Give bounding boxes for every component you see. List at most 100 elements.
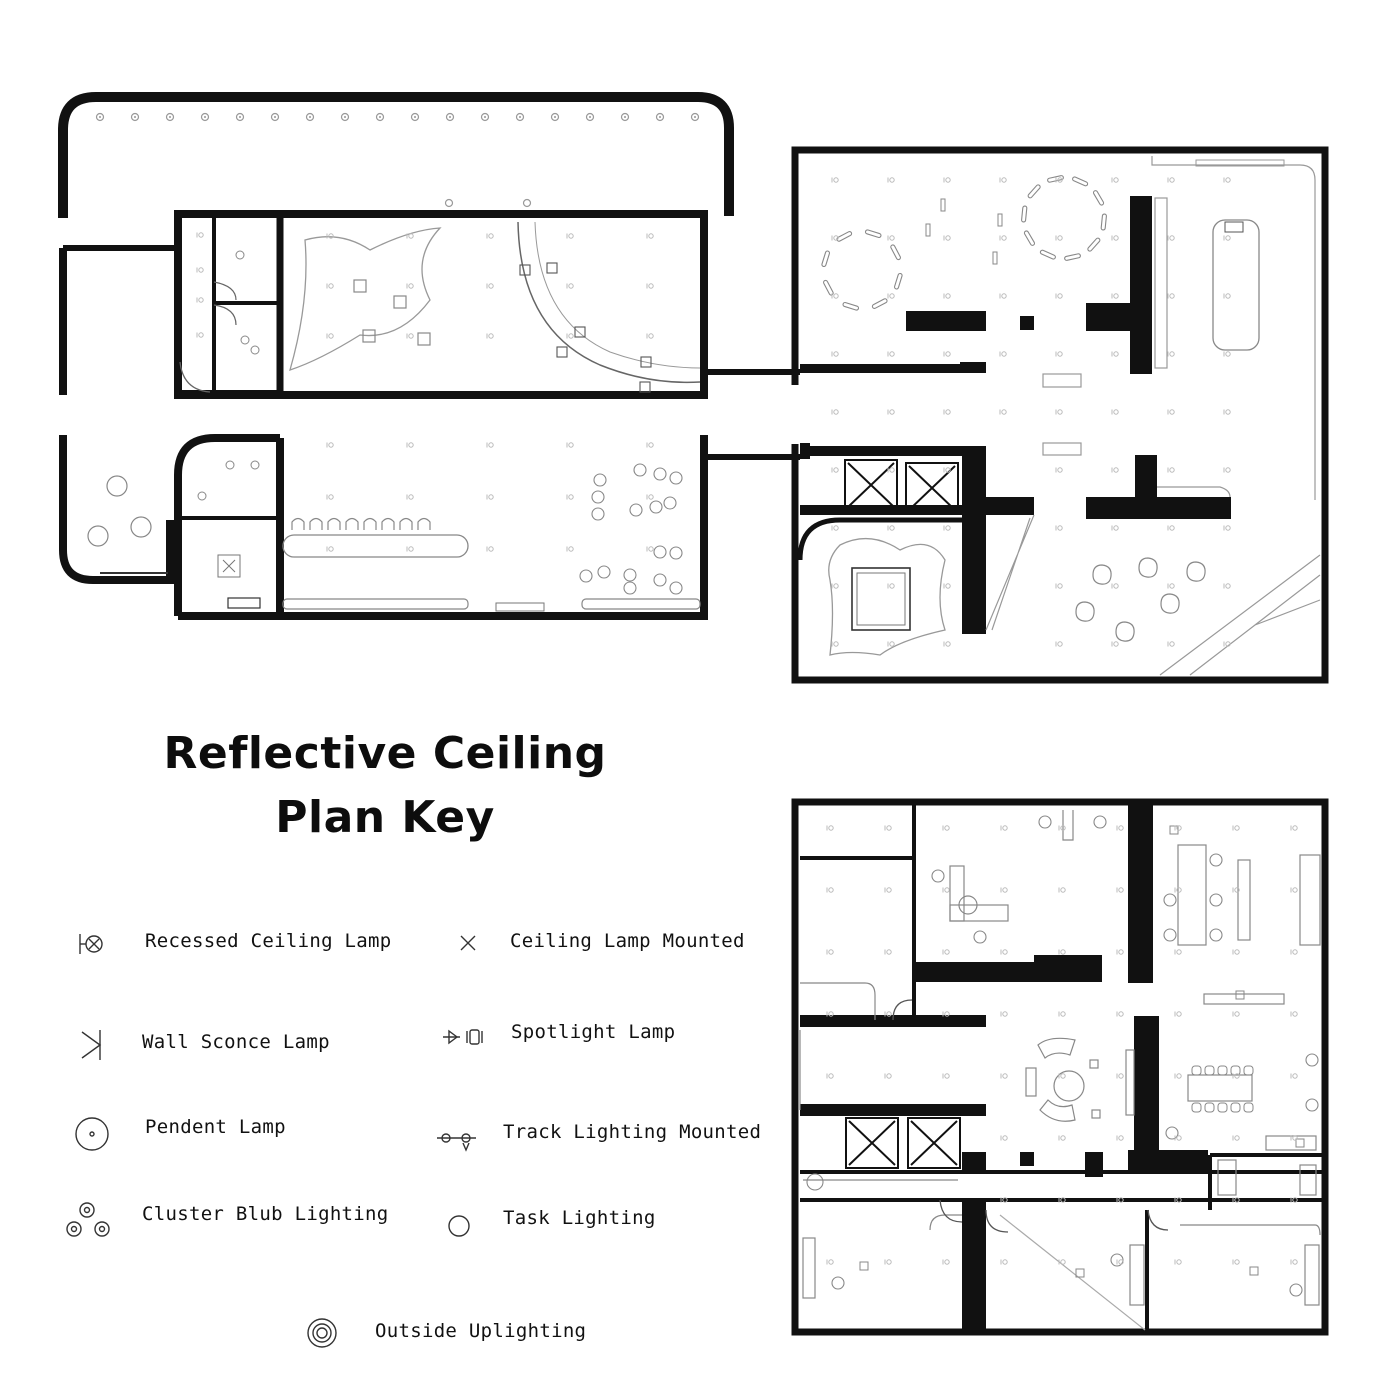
plan-b-elevators <box>844 459 959 514</box>
recessed-lamp-mark <box>1002 1073 1008 1079</box>
office-chair <box>973 930 987 944</box>
recessed-lamp-mark <box>945 235 951 241</box>
recessed-lamp-mark <box>1169 467 1175 473</box>
cafe-chair <box>591 490 605 504</box>
spotlight-lamp-icon <box>443 1029 483 1045</box>
recessed-lamp-mark <box>1169 235 1175 241</box>
plan-a-pendent-row <box>95 112 700 208</box>
recessed-lamp-mark <box>568 333 574 339</box>
recessed-lamp-icon <box>79 934 103 954</box>
plan-a-track-curve <box>517 221 701 384</box>
recessed-lamp-mark <box>944 825 950 831</box>
recessed-lamp-mark <box>833 467 839 473</box>
recessed-lamp-mark <box>886 825 892 831</box>
cafe-chair <box>663 496 677 510</box>
pendent-lamp-mark <box>589 116 591 118</box>
spotlight-mark <box>574 326 586 338</box>
meeting-chair <box>1243 1102 1254 1113</box>
pendent-lamp-mark <box>515 112 525 122</box>
bench-seat <box>327 517 341 530</box>
recessed-lamp-mark <box>1292 1011 1298 1017</box>
plan-b-ramp <box>1159 554 1321 676</box>
cluster-bulb-mark <box>240 335 250 345</box>
recessed-lamp-mark <box>828 1073 834 1079</box>
recessed-lamp-mark <box>945 583 951 589</box>
recessed-lamp-mark <box>828 1011 834 1017</box>
pendent-lamp-mark <box>375 112 385 122</box>
office-chair <box>1093 815 1107 829</box>
recessed-lamp-mark <box>1225 525 1231 531</box>
pendent-lamp-mark <box>130 112 140 122</box>
ceiling-mounted-lamp-icon <box>460 935 476 951</box>
side-table <box>1249 1266 1259 1276</box>
recessed-lamp-mark <box>648 546 654 552</box>
recessed-lamp-mark <box>198 232 204 238</box>
spotlight-mark <box>556 346 568 358</box>
recessed-lamp-mark <box>1176 825 1182 831</box>
recessed-lamp-mark <box>1234 1197 1240 1203</box>
pendent-lamp-mark <box>309 116 311 118</box>
pendent-lamp-mark <box>484 116 486 118</box>
recessed-lamp-mark <box>1113 641 1119 647</box>
cafe-chair <box>593 473 607 487</box>
plan-c-chairs <box>806 815 1319 1297</box>
recessed-lamp-mark <box>1225 177 1231 183</box>
recessed-lamp-mark <box>198 332 204 338</box>
recessed-lamp-mark <box>889 177 895 183</box>
recessed-lamp-mark <box>1060 1011 1066 1017</box>
plan-b-outer-wall <box>791 146 1329 684</box>
pendent-lamp-mark <box>449 116 451 118</box>
cafe-chair <box>669 546 683 560</box>
recessed-lamp-mark <box>1169 409 1175 415</box>
recessed-lamp-mark <box>328 333 334 339</box>
legend-icons <box>66 934 483 1348</box>
recessed-lamp-mark <box>1113 235 1119 241</box>
recessed-lamp-mark <box>1176 1011 1182 1017</box>
pendent-lamp-mark <box>165 112 175 122</box>
recessed-lamp-mark <box>1057 467 1063 473</box>
plan-b-bench-a <box>1042 373 1082 388</box>
pendent-lamp-mark <box>620 112 630 122</box>
recessed-lamp-mark <box>1002 825 1008 831</box>
arc-seat <box>893 272 903 290</box>
pendent-lamp-mark <box>655 112 665 122</box>
side-table <box>859 1261 869 1271</box>
recessed-lamp-mark <box>945 177 951 183</box>
outside-uplighting-icon <box>307 1318 337 1348</box>
recessed-lamp-mark <box>328 233 334 239</box>
recessed-lamp-mark <box>1225 467 1231 473</box>
recessed-lamp-mark <box>1234 1011 1240 1017</box>
key-title: Reflective Ceiling Plan Key <box>90 722 680 850</box>
plan-a-counter <box>282 598 469 610</box>
recessed-lamp-mark <box>1060 887 1066 893</box>
recessed-lamp-mark <box>1176 1197 1182 1203</box>
pendent-lamp-mark <box>444 198 454 208</box>
recessed-lamp-mark <box>1234 1135 1240 1141</box>
recessed-lamp-mark <box>945 525 951 531</box>
recessed-lamp-mark <box>886 949 892 955</box>
recessed-lamp-mark <box>1176 949 1182 955</box>
arc-seat <box>842 301 860 311</box>
recessed-lamp-mark <box>1292 1135 1298 1141</box>
recessed-lamp-mark <box>568 494 574 500</box>
recessed-lamp-mark <box>828 1259 834 1265</box>
recessed-lamp-mark <box>1292 887 1298 893</box>
recessed-lamp-mark <box>1060 1135 1066 1141</box>
plan-a-door-arc-2 <box>213 281 237 301</box>
recessed-lamp-mark <box>1113 293 1119 299</box>
plan-b-atrium-outline <box>828 537 946 656</box>
plan-b-side-bench <box>1154 197 1168 369</box>
recessed-lamp-mark <box>1292 1073 1298 1079</box>
plan-b-curved-bench <box>1157 486 1231 498</box>
cafe-chair <box>591 507 605 521</box>
pendent-lamp-icon <box>75 1117 109 1151</box>
recessed-lamp-mark <box>886 887 892 893</box>
recessed-lamp-mark <box>833 525 839 531</box>
legend-label-pendent: Pendent Lamp <box>145 1116 286 1138</box>
recessed-lamp-mark <box>1292 949 1298 955</box>
recessed-lamp-mark <box>1169 583 1175 589</box>
arc-seat <box>992 251 998 265</box>
plan-b-atrium-box-inner <box>856 572 906 626</box>
pendent-lamp-mark <box>694 116 696 118</box>
